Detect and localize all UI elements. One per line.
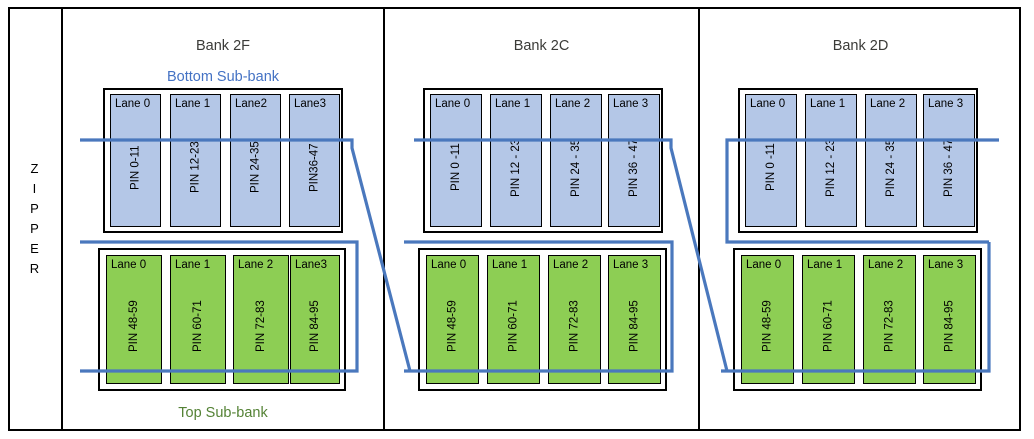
zipper-letter-3: P: [30, 221, 39, 236]
lane-pin: PIN 48-59: [446, 300, 459, 353]
bank-2d: Bank 2D: [700, 7, 1021, 431]
lane-pin: PIN 60-71: [822, 300, 835, 353]
lane-pin: PIN 0 -11: [450, 143, 462, 192]
zipper-letter-1: I: [32, 180, 37, 196]
lane-pin: PIN 12 - 23: [825, 138, 837, 197]
bottom-subbank-label: Bottom Sub-bank: [166, 69, 280, 85]
lane-name: Lane 0: [435, 98, 471, 110]
lane-pin: PIN 84-95: [628, 300, 641, 353]
bank-2f-bottom-lane-2[interactable]: Lane2 PIN 24-35: [230, 94, 281, 227]
lane-name: Lane3: [294, 98, 326, 110]
lane-name: Lane 0: [750, 98, 786, 110]
lane-pin: PIN 24-35: [249, 141, 262, 194]
zipper-label: Z I P P E R: [30, 159, 39, 280]
lane-name: Lane 1: [495, 98, 531, 110]
bank-2f: Bank 2F Bottom Sub-bank Top Sub-bank: [63, 7, 385, 431]
lane-pin: PIN 48-59: [761, 300, 774, 353]
lane-pin: PIN 12 - 23: [510, 138, 522, 197]
lane-name: Lane 3: [928, 98, 964, 110]
diagram-outer-frame: [8, 7, 1021, 431]
bank-2d-title: Bank 2D: [832, 38, 889, 54]
bank-2c-top-lane-0[interactable]: Lane 0 PIN 48-59: [426, 255, 479, 384]
bank-2c-bottom-lane-0[interactable]: Lane 0 PIN 0 -11: [430, 94, 482, 227]
bank-2c-top-lane-2[interactable]: Lane 2 PIN 72-83: [548, 255, 601, 384]
lane-pin: PIN 72-83: [883, 300, 896, 353]
bank-2f-bottom-lane-3[interactable]: Lane3 PIN36-47: [289, 94, 340, 227]
lane-pin: PIN 60-71: [507, 300, 520, 353]
lane-pin: PIN36-47: [308, 143, 321, 192]
zipper-letter-0: Z: [30, 160, 39, 176]
lane-pin: PIN 84-95: [943, 300, 956, 353]
lane-pin: PIN 36 - 47: [628, 138, 640, 197]
bank-2f-top-lane-3[interactable]: Lane3 PIN 84-95: [290, 255, 340, 384]
lane-name: Lane 1: [175, 98, 211, 110]
lane-pin: PIN 0 -11: [765, 143, 777, 192]
bank-2c-title: Bank 2C: [513, 38, 570, 54]
bank-2f-title: Bank 2F: [196, 38, 250, 54]
lane-name: Lane 1: [810, 98, 846, 110]
zipper-letter-4: E: [30, 241, 39, 257]
lane-name: Lane 3: [613, 98, 649, 110]
lane-name: Lane 2: [555, 98, 591, 110]
lane-pin: PIN 24 - 35: [570, 138, 582, 197]
bank-2c-top-lane-1[interactable]: Lane 1 PIN 60-71: [487, 255, 540, 384]
bank-2c-bottom-lane-3[interactable]: Lane 3 PIN 36 - 47: [608, 94, 660, 227]
zipper-letter-2: P: [30, 200, 39, 216]
bank-2d-bottom-lane-2[interactable]: Lane 2 PIN 24 - 35: [865, 94, 917, 227]
bank-2f-bottom-lane-0[interactable]: Lane 0 PIN 0-11: [110, 94, 161, 227]
lane-pin: PIN 60-71: [192, 300, 204, 353]
zipper-column: Z I P P E R: [8, 7, 63, 431]
bank-2d-top-lane-1[interactable]: Lane 1 PIN 60-71: [802, 255, 855, 384]
lane-name: Lane 2: [870, 98, 906, 110]
lane-pin: PIN 36 - 47: [943, 138, 955, 197]
bank-2f-top-lane-0[interactable]: Lane 0 PIN 48-59: [106, 255, 162, 384]
bank-2f-bottom-lane-1[interactable]: Lane 1 PIN 12-23: [170, 94, 221, 227]
lane-pin: PIN 12-23: [189, 141, 202, 194]
bank-2c-top-lane-3[interactable]: Lane 3 PIN 84-95: [608, 255, 661, 384]
bank-2d-top-lane-0[interactable]: Lane 0 PIN 48-59: [741, 255, 794, 384]
bank-2c-bottom-lane-2[interactable]: Lane 2 PIN 24 - 35: [550, 94, 602, 227]
bank-2d-top-lane-3[interactable]: Lane 3 PIN 84-95: [923, 255, 976, 384]
lane-pin: PIN 72-83: [568, 300, 581, 353]
lane-name: Lane 0: [115, 98, 151, 110]
bank-2d-top-lane-2[interactable]: Lane 2 PIN 72-83: [863, 255, 916, 384]
zipper-letter-5: R: [29, 261, 40, 277]
lane-pin: PIN 48-59: [128, 300, 140, 353]
bank-2f-top-lane-2[interactable]: Lane 2 PIN 72-83: [233, 255, 289, 384]
top-subbank-label: Top Sub-bank: [178, 405, 268, 421]
lane-pin: PIN 0-11: [129, 145, 142, 190]
lane-pin: PIN 72-83: [255, 300, 267, 353]
bank-2c-bottom-lane-1[interactable]: Lane 1 PIN 12 - 23: [490, 94, 542, 227]
bank-2f-top-lane-1[interactable]: Lane 1 PIN 60-71: [170, 255, 226, 384]
bank-2d-bottom-lane-3[interactable]: Lane 3 PIN 36 - 47: [923, 94, 975, 227]
lane-pin: PIN 24 - 35: [885, 138, 897, 197]
lane-pin: PIN 84-95: [309, 300, 321, 353]
bank-2d-bottom-lane-0[interactable]: Lane 0 PIN 0 -11: [745, 94, 797, 227]
bank-2d-bottom-lane-1[interactable]: Lane 1 PIN 12 - 23: [805, 94, 857, 227]
lane-name: Lane2: [235, 98, 267, 110]
